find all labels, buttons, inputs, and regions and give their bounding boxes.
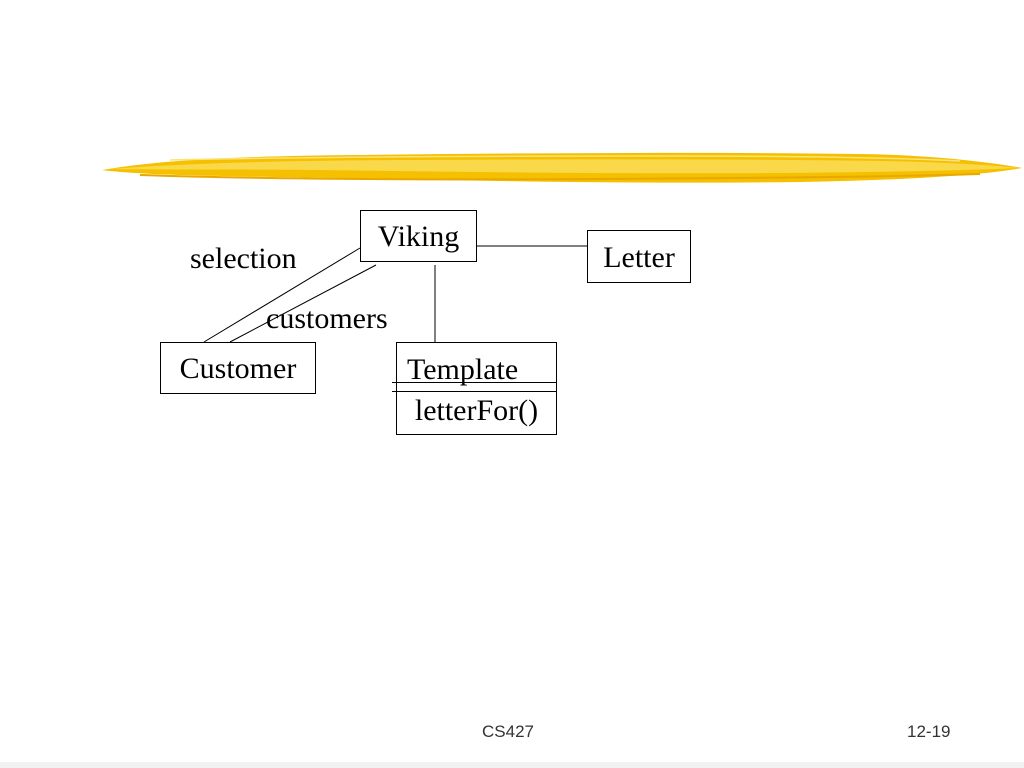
association-customers	[229, 264, 377, 343]
brush-stroke-streak	[139, 173, 981, 181]
class-letter-label: Letter	[603, 241, 675, 274]
bottom-rule	[0, 762, 1024, 768]
class-letter[interactable]: Letter	[587, 230, 691, 283]
class-template-name: Template	[407, 353, 519, 386]
class-customer[interactable]: Customer	[160, 342, 316, 394]
brush-stroke-highlight	[110, 159, 1018, 174]
class-viking[interactable]: Viking	[360, 210, 477, 262]
class-template-method: letterFor()	[414, 394, 539, 427]
class-customer-label: Customer	[179, 352, 297, 385]
association-selection	[203, 247, 361, 343]
footer-slide-number: 12-19	[907, 722, 951, 741]
role-label-selection: selection	[190, 242, 297, 275]
role-label-customers: customers	[266, 302, 388, 335]
yellow-brush-stroke	[102, 152, 1022, 183]
class-template[interactable]: Template letterFor()	[396, 342, 557, 435]
template-compartment-divider-top	[392, 382, 556, 383]
brush-stroke-streak-light	[169, 155, 961, 162]
footer-course: CS427	[482, 722, 534, 741]
template-compartment-divider-bottom	[392, 391, 556, 392]
class-viking-label: Viking	[377, 220, 460, 253]
